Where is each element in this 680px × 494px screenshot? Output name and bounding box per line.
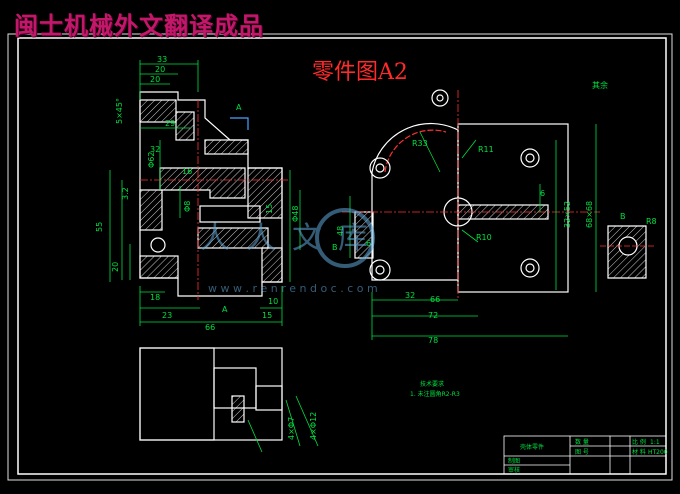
dim-4x7: 4×Φ7 [287, 417, 296, 440]
dim-32x52: 32×52 [563, 201, 572, 228]
dim-6b: 6 [366, 239, 371, 248]
dim-15b: 15 [265, 204, 274, 214]
drawing-title: 零件图A2 [312, 60, 408, 85]
inner-frame [17, 37, 667, 475]
title-drawn-label: 制图 [508, 457, 520, 465]
dim-r10: R10 [476, 233, 492, 242]
dim-23: 23 [162, 311, 172, 320]
dim-r11: R11 [478, 145, 494, 154]
right-front-view [342, 89, 600, 300]
dim-62: Φ62 [147, 152, 156, 168]
dim-6: 6 [540, 189, 545, 198]
watermark-site: w w w . r e n r e n d o c . c o m [208, 282, 378, 295]
detail-view-b [600, 225, 656, 279]
roughness-note: 其余 [592, 80, 608, 90]
dim-48-right: 48 [336, 226, 345, 236]
title-material-label: 材 料 [632, 448, 646, 456]
dim-72: 72 [428, 311, 438, 320]
dim-3-2: 3.2 [121, 187, 130, 200]
dim-15: 15 [262, 311, 272, 320]
dim-32: 32 [150, 145, 160, 154]
dim-5x45: 5×45° [115, 98, 124, 124]
bottom-dimensions [247, 395, 319, 453]
right-dimensions [349, 124, 597, 340]
watermark: 人人文库 w w w . r e n r e n d o c . c o m [200, 208, 384, 295]
dim-78: 78 [428, 336, 438, 345]
dim-55: 55 [95, 222, 104, 232]
dim-8: Φ8 [183, 201, 192, 212]
dim-16: 16 [182, 167, 192, 176]
bottom-view [139, 347, 283, 441]
dim-r33: R33 [412, 139, 428, 148]
title-scale-value: 1:1 [650, 439, 660, 446]
dim-20b: 20 [150, 75, 160, 84]
dim-33: 33 [157, 55, 167, 64]
notes-heading: 技术要求 [420, 380, 444, 388]
dim-r8: R8 [646, 217, 657, 226]
title-material-value: HT200 [648, 449, 668, 456]
label-b-detail: B [620, 212, 626, 221]
title-no-label: 图 号 [575, 449, 589, 456]
outer-frame [7, 33, 673, 481]
title-block [503, 435, 667, 475]
dim-20: 20 [155, 65, 165, 74]
notes-line1: 1. 未注圆角R2-R3 [410, 390, 460, 398]
dim-66: 66 [205, 323, 215, 332]
dim-4x12: 4×Φ12 [309, 412, 318, 440]
dim-32-right: 32 [405, 291, 415, 300]
dim-68x68: 68×68 [585, 201, 594, 228]
dim-10: 10 [268, 297, 278, 306]
title-part-name: 壳体零件 [520, 443, 544, 451]
dim-48: Φ48 [291, 206, 300, 222]
title-scale-label: 比 例 [632, 438, 646, 446]
dim-29: 29 [165, 119, 175, 128]
left-dimensions [109, 60, 301, 326]
watermark-brand: 人人文库 [200, 221, 384, 256]
banner-title: 闽士机械外文翻译成品 [14, 11, 264, 40]
left-section-view [139, 91, 290, 300]
dim-18: 18 [150, 293, 160, 302]
dim-66-right: 66 [430, 295, 440, 304]
dim-20c: 20 [111, 262, 120, 272]
label-a-bottom: A [222, 305, 228, 314]
label-b-left: B [332, 243, 338, 252]
label-a-top: A [236, 103, 242, 112]
title-checked-label: 审核 [508, 466, 520, 474]
title-qty-label: 数 量 [575, 438, 589, 446]
